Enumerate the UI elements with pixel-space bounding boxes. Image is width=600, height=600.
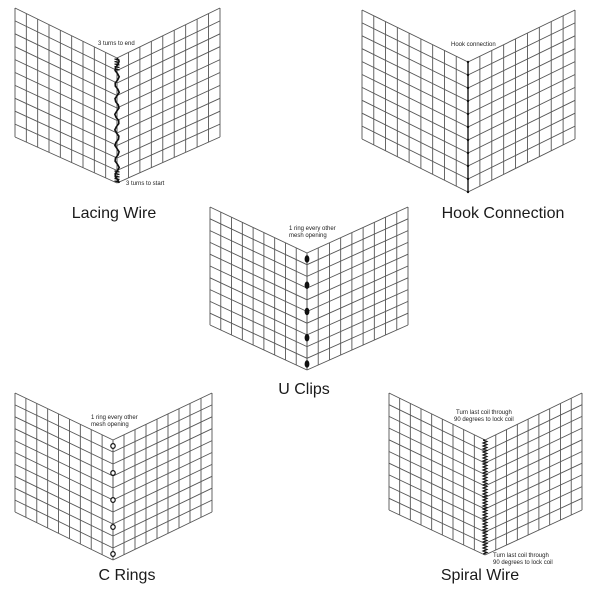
note-spiral-top-line2: 90 degrees to lock coil — [454, 417, 514, 423]
clip-fastener-icon — [304, 255, 310, 368]
panel-title-c-rings: C Rings — [98, 567, 156, 584]
note-lacing-start: 3 turns to start — [126, 181, 165, 187]
note-hook: Hook connection — [451, 42, 496, 48]
panel-title-hook-connection: Hook Connection — [441, 205, 565, 222]
mesh-lacing-wire — [14, 7, 221, 184]
lacing-fastener-icon — [113, 57, 121, 184]
note-spiral-bottom-line1: Turn last coil through — [493, 553, 549, 559]
panel-title-spiral-wire: Spiral Wire — [440, 567, 520, 584]
note-u-clips-line1: 1 ring every other — [289, 226, 336, 232]
panel-title-lacing-wire: Lacing Wire — [71, 205, 157, 222]
note-lacing-end: 3 turns to end — [98, 41, 135, 47]
mesh-spiral-wire — [388, 392, 583, 556]
note-c-rings-line2: mesh opening — [91, 422, 129, 428]
mesh-u-clips — [209, 206, 409, 371]
note-u-clips-line2: mesh opening — [289, 233, 327, 239]
panel-title-u-clips: U Clips — [278, 381, 330, 398]
ring-fastener-icon — [110, 443, 116, 557]
note-spiral-top-line1: Turn last coil through — [456, 410, 512, 416]
hook-fastener-icon — [466, 60, 470, 194]
note-c-rings-line1: 1 ring every other — [91, 415, 138, 421]
note-spiral-bottom-line2: 90 degrees to lock coil — [493, 560, 553, 566]
spiral-fastener-icon — [481, 439, 489, 555]
mesh-c-rings — [14, 392, 213, 561]
